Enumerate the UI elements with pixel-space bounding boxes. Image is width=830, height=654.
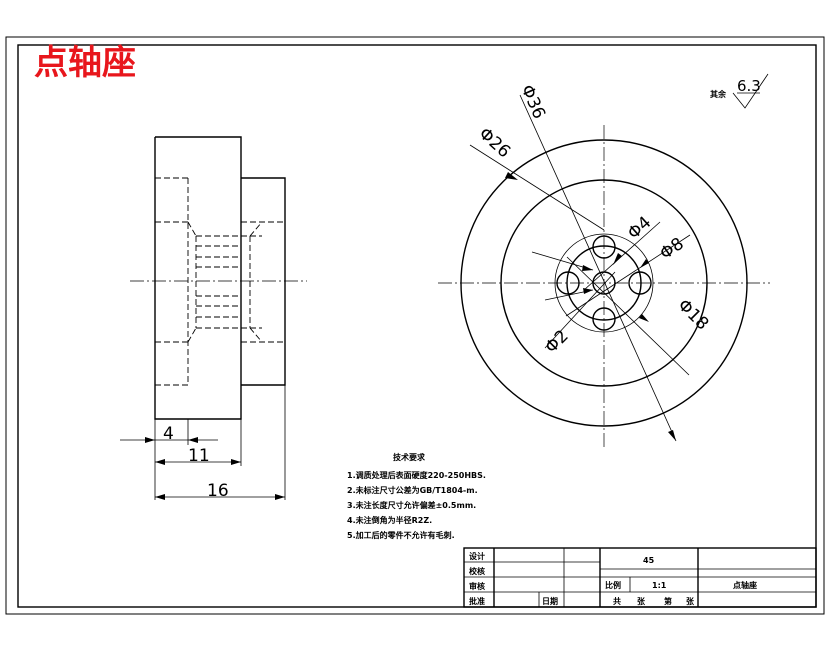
inner-border bbox=[17, 44, 817, 608]
drawing-title: 点轴座 bbox=[34, 43, 136, 83]
tb-material: 45 bbox=[643, 556, 655, 565]
tb-date: 日期 bbox=[542, 596, 558, 606]
dim-d8: Φ8 bbox=[656, 234, 687, 264]
hole-top bbox=[592, 235, 616, 259]
tech-item-3: 3.未注长度尺寸允许偏差±0.5mm. bbox=[347, 500, 476, 510]
circle-d36 bbox=[460, 139, 748, 427]
circle-d18 bbox=[554, 233, 654, 333]
dim-d36: Φ36 bbox=[516, 82, 549, 122]
tb-sheets-total: 共 bbox=[613, 596, 621, 606]
side-view: 4 11 16 bbox=[120, 136, 307, 501]
tech-item-1: 1.调质处理后表面硬度220-250HBS. bbox=[347, 470, 486, 480]
surface-finish-value: 6.3 bbox=[737, 77, 761, 95]
circle-d26 bbox=[500, 179, 708, 387]
tb-check: 校核 bbox=[469, 566, 485, 576]
dim-d4: Φ4 bbox=[624, 213, 655, 244]
tb-sheet-unit2: 张 bbox=[686, 597, 695, 606]
tech-item-2: 2.未标注尺寸公差为GB/T1804-m. bbox=[347, 485, 478, 495]
tech-requirements: 技术要求 1.调质处理后表面硬度220-250HBS. 2.未标注尺寸公差为GB… bbox=[347, 452, 486, 540]
dim-d2: Φ2 bbox=[541, 326, 572, 357]
dim-d18: Φ18 bbox=[673, 295, 712, 334]
hole-right bbox=[628, 271, 652, 295]
hole-bottom bbox=[592, 307, 616, 331]
surface-finish-label: 其余 bbox=[710, 89, 727, 99]
front-view: Φ36 Φ26 Φ4 Φ8 Φ18 Φ2 bbox=[438, 82, 770, 448]
dim-11: 11 bbox=[188, 446, 210, 466]
dim-d26: Φ26 bbox=[475, 124, 514, 162]
circle-pitch bbox=[566, 245, 642, 321]
tb-sheets-unit: 张 bbox=[637, 597, 646, 606]
tech-heading: 技术要求 bbox=[393, 452, 426, 462]
tb-design: 设计 bbox=[469, 551, 485, 561]
tech-item-4: 4.未注倒角为半径R2Z. bbox=[347, 515, 432, 525]
dim-4: 4 bbox=[163, 424, 174, 444]
tb-review: 审核 bbox=[469, 581, 485, 591]
tb-scale-label: 比例 bbox=[605, 580, 621, 590]
tech-item-5: 5.加工后的零件不允许有毛刺. bbox=[347, 530, 455, 540]
tb-sheet-no: 第 bbox=[664, 596, 672, 606]
tb-part-name: 点轴座 bbox=[733, 580, 757, 590]
hole-left bbox=[556, 271, 580, 295]
dim-16: 16 bbox=[207, 481, 229, 501]
outer-border bbox=[5, 36, 825, 615]
title-block: 设计 校核 审核 批准 日期 45 比例 1:1 点轴座 共 张 第 张 bbox=[463, 547, 817, 608]
tb-approve: 批准 bbox=[469, 596, 485, 606]
tb-scale-value: 1:1 bbox=[652, 581, 667, 590]
surface-finish-symbol: 其余 6.3 bbox=[710, 73, 769, 109]
